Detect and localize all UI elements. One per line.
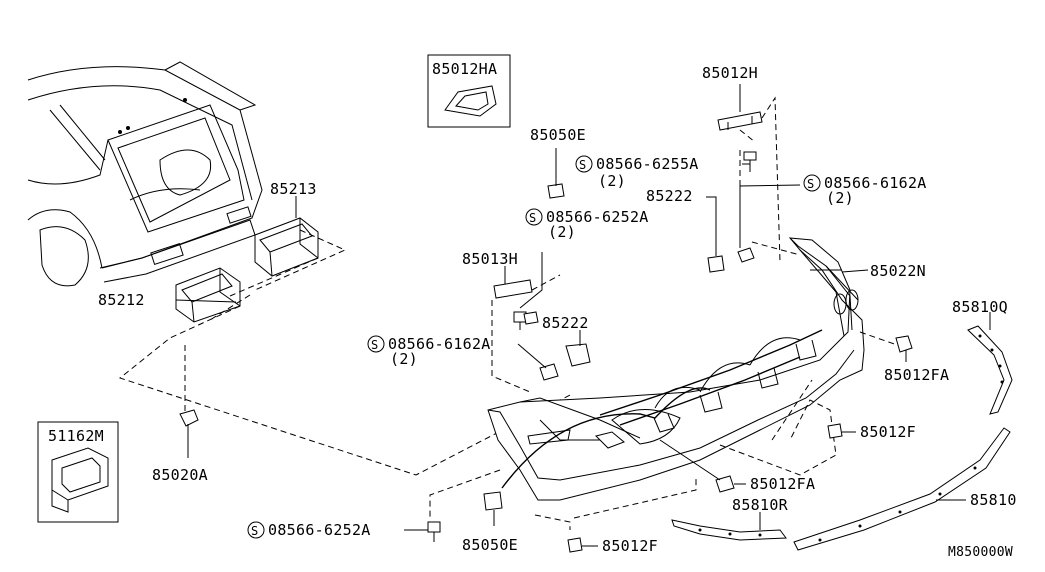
- label-08566-6252A-bottom: 08566-6252A: [268, 521, 371, 539]
- label-85012H: 85012H: [702, 64, 758, 82]
- part-08566-6252A-bottom-screw[interactable]: [427, 521, 441, 542]
- diagram-id: M850000W: [948, 545, 1013, 560]
- part-85213-lamp[interactable]: [254, 217, 319, 277]
- label-85012FA-mid: 85012FA: [750, 475, 815, 493]
- service-mark-letter: S: [529, 211, 537, 225]
- label-85213: 85213: [270, 180, 317, 198]
- label-08566-6255A: 08566-6255A: [596, 155, 699, 173]
- part-85212-lamp[interactable]: [175, 267, 241, 323]
- part-85050E-bottom-clip[interactable]: [483, 491, 503, 511]
- part-08566-6162A-left-screw[interactable]: [539, 363, 559, 381]
- label-51162M: 51162M: [48, 427, 104, 445]
- service-mark-letter: S: [579, 158, 587, 172]
- label-85810R: 85810R: [732, 496, 789, 514]
- label-85050E-bottom: 85050E: [462, 536, 518, 554]
- part-85012FA-mid-clip[interactable]: [715, 475, 735, 493]
- part-85012HA-box[interactable]: [427, 54, 511, 128]
- service-mark-icon: [247, 521, 265, 539]
- part-85013H-bracket[interactable]: [493, 279, 533, 299]
- part-85810Q-molding[interactable]: [967, 325, 1013, 415]
- label-85050E-top: 85050E: [530, 126, 586, 144]
- part-85012FA-right-clip[interactable]: [895, 335, 913, 353]
- part-85222-mid-clip[interactable]: [565, 343, 591, 367]
- service-mark-letter: S: [251, 524, 259, 538]
- part-85022N-bumper[interactable]: [487, 237, 865, 501]
- label-85012F-right: 85012F: [860, 423, 916, 441]
- label-85012F-bottom: 85012F: [602, 537, 658, 555]
- label-08566-6162A-left: 08566-6162A: [388, 335, 491, 353]
- service-mark-letter: S: [807, 177, 815, 191]
- service-mark-icons: S S S S S: [247, 155, 821, 539]
- label-85810Q: 85810Q: [952, 298, 1008, 316]
- service-mark-letter: S: [371, 338, 379, 352]
- part-51162M-box[interactable]: [37, 421, 119, 523]
- label-85012FA-right: 85012FA: [884, 366, 949, 384]
- service-mark-icon: [575, 155, 593, 173]
- label-85810: 85810: [970, 491, 1017, 509]
- part-85012H-bracket[interactable]: [717, 111, 763, 131]
- part-85050E-top-clip[interactable]: [547, 183, 565, 199]
- part-85222-top-clip[interactable]: [707, 255, 725, 273]
- service-mark-icon: [525, 208, 543, 226]
- part-85810-molding[interactable]: [793, 427, 1011, 551]
- label-85222-top: 85222: [646, 187, 693, 205]
- part-85012F-right-clip[interactable]: [827, 423, 843, 439]
- service-mark-icon: [803, 174, 821, 192]
- vehicle-rear-illustration: [27, 61, 263, 287]
- service-mark-icon: [367, 335, 385, 353]
- part-85012F-bottom-clip[interactable]: [567, 537, 583, 553]
- part-85810R-molding[interactable]: [671, 519, 787, 541]
- label-85222-mid: 85222: [542, 314, 589, 332]
- label-08566-6255A-qty: (2): [598, 172, 626, 190]
- label-85212: 85212: [98, 291, 145, 309]
- label-08566-6252A-top: 08566-6252A: [546, 208, 649, 226]
- part-08566-6252A-top-screw[interactable]: [523, 311, 539, 325]
- part-08566-6162A-right-screw[interactable]: [737, 247, 755, 263]
- label-08566-6162A-right-qty: (2): [826, 189, 854, 207]
- label-08566-6162A-left-qty: (2): [390, 350, 418, 368]
- label-08566-6252A-top-qty: (2): [548, 223, 576, 241]
- label-85013H: 85013H: [462, 250, 518, 268]
- label-08566-6162A-right: 08566-6162A: [824, 174, 927, 192]
- part-85020A-clip[interactable]: [179, 409, 199, 434]
- label-85020A: 85020A: [152, 466, 208, 484]
- part-08566-6255A-screw[interactable]: [743, 151, 757, 172]
- label-85012HA: 85012HA: [432, 60, 497, 78]
- label-85022N: 85022N: [870, 262, 926, 280]
